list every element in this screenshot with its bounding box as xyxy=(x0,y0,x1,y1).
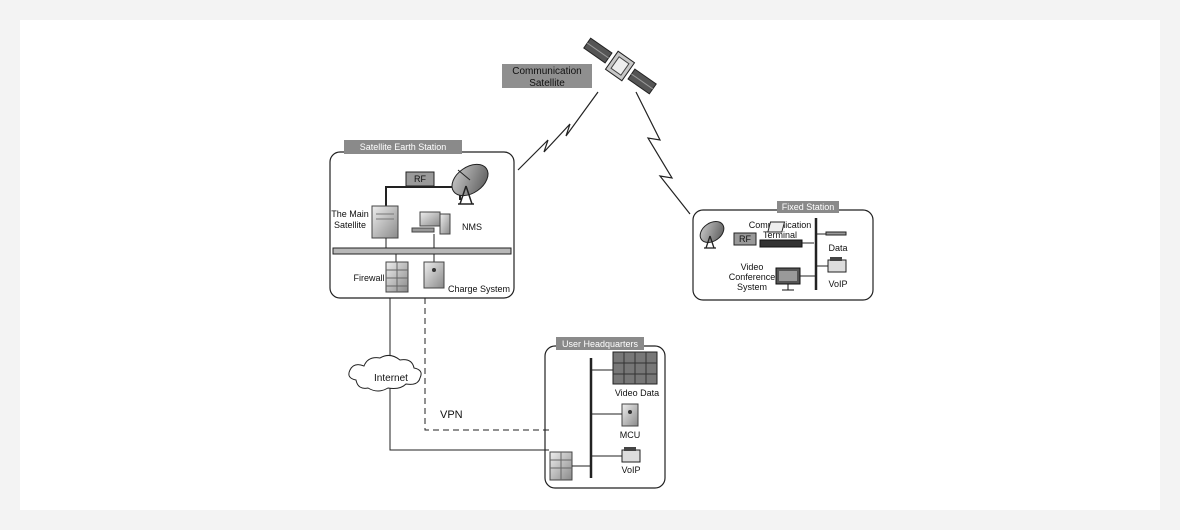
firewall-icon xyxy=(385,261,409,293)
comm-terminal-icon xyxy=(759,239,803,248)
earth-station-title-bar xyxy=(344,140,462,154)
rf-label: RF xyxy=(414,174,426,184)
svg-text:Satellite: Satellite xyxy=(334,220,366,230)
fixed-rf-label: RF xyxy=(739,234,751,244)
headquarters-title-bar xyxy=(556,337,644,350)
hq-voip-phone-icon xyxy=(621,447,641,463)
svg-text:System: System xyxy=(737,282,767,292)
internet-cloud-icon xyxy=(348,354,422,392)
network-diagram: Communication Satellite Satellite Earth … xyxy=(20,20,1160,510)
voip-phone-icon xyxy=(827,257,847,273)
svg-text:Terminal: Terminal xyxy=(763,230,797,240)
nms-label: NMS xyxy=(462,222,482,232)
main-satellite-server-icon xyxy=(371,205,399,239)
fixed-station-title: Fixed Station xyxy=(782,202,835,212)
charge-system-server-icon xyxy=(423,261,445,289)
mcu-server-icon xyxy=(621,403,639,427)
satellite-label: Communication Satellite xyxy=(502,64,592,89)
main-satellite-label: The Main xyxy=(331,209,369,219)
fixed-dish-icon xyxy=(699,221,725,249)
fixed-station-title-bar xyxy=(777,201,839,213)
headquarters-panel: User Headquarters Video Data MCU xyxy=(544,337,666,489)
firewall-label: Firewall xyxy=(353,273,384,283)
link-internet-to-hq xyxy=(389,388,549,451)
internet-label: Internet xyxy=(374,373,408,384)
nms-workstation-icon xyxy=(411,211,451,235)
data-label: Data xyxy=(828,243,847,253)
satellite-icon xyxy=(583,37,657,95)
fixed-station-panel: Fixed Station RF Communication Terminal … xyxy=(692,201,874,301)
video-conference-label: Video xyxy=(741,262,764,272)
svg-text:Communication: Communication xyxy=(512,66,581,77)
fixed-voip-label: VoIP xyxy=(828,279,847,289)
earth-station-title: Satellite Earth Station xyxy=(360,142,447,152)
mcu-label: MCU xyxy=(620,430,641,440)
headquarters-title: User Headquarters xyxy=(562,339,639,349)
video-monitor-icon xyxy=(775,267,801,291)
earth-station-panel: Satellite Earth Station RF The Main Sate… xyxy=(329,140,515,299)
link-vpn xyxy=(424,298,549,431)
laptop-icon xyxy=(767,221,847,236)
video-data-label: Video Data xyxy=(615,388,659,398)
diagram-svg: Communication Satellite Satellite Earth … xyxy=(329,37,874,489)
svg-text:Satellite: Satellite xyxy=(529,78,565,89)
link-lightning-earth xyxy=(517,91,599,171)
hq-voip-label: VoIP xyxy=(621,465,640,475)
satellite-dish-icon xyxy=(451,163,489,205)
fixed-rf-box xyxy=(733,232,757,246)
earth-station-bus xyxy=(332,247,512,255)
link-lightning-fixed xyxy=(635,91,691,215)
svg-text:Conference: Conference xyxy=(729,272,776,282)
charge-system-label: Charge System xyxy=(448,284,510,294)
hq-firewall-icon xyxy=(549,451,573,481)
vpn-label: VPN xyxy=(440,409,463,421)
video-wall-icon xyxy=(612,351,658,385)
